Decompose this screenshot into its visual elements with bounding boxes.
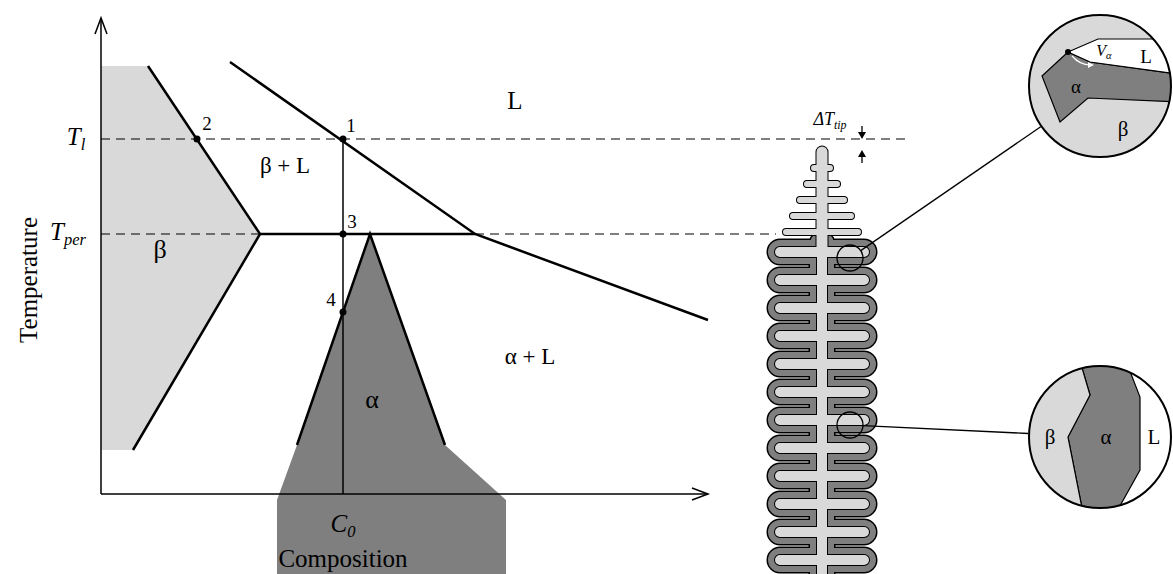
alpha-boundary bbox=[297, 234, 445, 445]
liquidus-temperature-line bbox=[101, 138, 905, 139]
phase-label: β bbox=[1045, 427, 1056, 448]
alpha-coat-outline bbox=[780, 244, 864, 574]
phase-field-label: α + L bbox=[505, 345, 556, 368]
inset-outline bbox=[1029, 15, 1171, 157]
alpha-coat bbox=[780, 244, 864, 574]
alpha-region-fill bbox=[277, 234, 506, 574]
tip-detail-inset: Vα Lα β bbox=[1028, 14, 1172, 158]
beta-phase-region-shape bbox=[101, 66, 261, 450]
leader-line bbox=[861, 127, 1041, 251]
inset-outline bbox=[1029, 366, 1171, 508]
phase-field-label: β + L bbox=[260, 154, 310, 177]
arrow-head bbox=[858, 150, 866, 157]
point-dot bbox=[340, 309, 347, 316]
detail-marker bbox=[837, 245, 863, 271]
phase-label: L bbox=[1140, 47, 1152, 66]
subscript: per bbox=[64, 230, 86, 249]
beta-area bbox=[1024, 361, 1090, 513]
detail-marker bbox=[837, 412, 863, 438]
dendrite-arm bbox=[786, 168, 858, 232]
liquidus-line bbox=[230, 62, 708, 320]
beta-region-fill bbox=[101, 66, 260, 450]
phase-field-label: L bbox=[507, 88, 522, 113]
phase-label: β bbox=[1118, 119, 1129, 140]
beta-phase-region: β bbox=[101, 66, 261, 450]
subscript: α bbox=[1106, 50, 1112, 61]
subscript: l bbox=[81, 135, 86, 154]
side-detail-inset: βαL bbox=[1028, 365, 1172, 509]
composition-axis bbox=[101, 493, 708, 495]
point-dot bbox=[194, 136, 201, 143]
velocity-label: Vα bbox=[1096, 43, 1111, 62]
phase-label: α bbox=[1071, 77, 1081, 96]
axis-title: Temperature bbox=[16, 217, 41, 343]
beta-core-outline bbox=[780, 244, 864, 574]
temperature-mark: Tper bbox=[50, 219, 86, 249]
point-dot bbox=[340, 231, 347, 238]
phase-label: α bbox=[365, 387, 379, 413]
phase-label: β bbox=[153, 237, 166, 263]
growth-arrow-head bbox=[1088, 62, 1094, 68]
dendrite bbox=[780, 152, 864, 574]
point-dot bbox=[340, 136, 347, 143]
composition-line bbox=[342, 139, 344, 494]
undercooling-label: ΔTtip bbox=[813, 110, 846, 132]
peritectic-line bbox=[260, 233, 475, 236]
point-number: 1 bbox=[346, 116, 356, 135]
peritectic-temperature-line bbox=[475, 233, 776, 234]
axis-arrow bbox=[692, 488, 708, 500]
subscript: tip bbox=[834, 118, 847, 132]
leader-line bbox=[863, 426, 1028, 434]
point-number: 3 bbox=[347, 212, 357, 231]
temperature-axis bbox=[100, 20, 102, 494]
composition-mark: C0 bbox=[331, 511, 356, 541]
growth-arrow bbox=[1072, 56, 1090, 65]
beta-boundary bbox=[133, 66, 260, 450]
triple-point-dot bbox=[1065, 49, 1071, 55]
point-number: 2 bbox=[202, 114, 212, 133]
arrow-head bbox=[858, 132, 866, 139]
temperature-mark: Tl bbox=[67, 124, 86, 154]
axis-arrow bbox=[95, 18, 107, 34]
axis-title: Composition bbox=[278, 546, 407, 571]
beta-core bbox=[780, 244, 864, 574]
subscript: 0 bbox=[347, 522, 355, 541]
inset-content bbox=[1024, 361, 1172, 513]
tip-detail-inset-shape bbox=[1028, 14, 1172, 158]
point-number: 4 bbox=[326, 290, 336, 309]
peritectic-temperature-line bbox=[101, 233, 260, 234]
phase-label: L bbox=[1148, 427, 1161, 448]
phase-label: α bbox=[1100, 427, 1111, 448]
inset-content bbox=[1028, 14, 1173, 158]
